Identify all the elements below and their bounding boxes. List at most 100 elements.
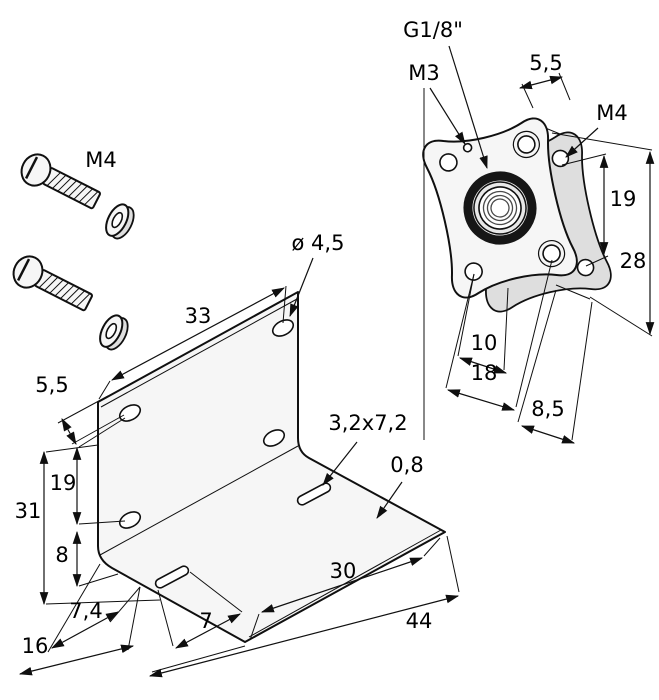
dim-slot-size: 3,2x7,2 — [322, 411, 408, 486]
dimension-line — [458, 357, 508, 374]
extension-line — [98, 380, 111, 400]
bracket-hole — [262, 429, 286, 447]
svg-text:0,8: 0,8 — [390, 453, 423, 477]
mount-hole — [464, 262, 483, 281]
svg-text:28: 28 — [620, 249, 647, 273]
svg-text:M4: M4 — [85, 148, 116, 172]
extension-line — [446, 535, 460, 593]
screw-threads — [38, 274, 91, 308]
svg-text:5,5: 5,5 — [529, 51, 562, 75]
dim-19: 19 — [50, 417, 126, 526]
mount-hole-m4 — [542, 244, 561, 263]
svg-text:30: 30 — [330, 559, 357, 583]
dim-8: 8 — [55, 530, 119, 588]
extension-line — [457, 273, 475, 357]
counterbore-ring — [537, 239, 566, 268]
extension-line — [585, 255, 609, 267]
screw-head-slot — [16, 258, 31, 281]
counterbore-ring — [512, 130, 540, 159]
screw-head — [20, 153, 52, 187]
dimension-line — [111, 287, 285, 381]
washer-top — [105, 203, 135, 240]
port-bore — [478, 186, 522, 230]
svg-text:8,5: 8,5 — [531, 397, 564, 421]
svg-text:G1/8": G1/8" — [403, 18, 463, 42]
leader-line — [322, 441, 358, 486]
svg-text:7,4: 7,4 — [69, 599, 102, 623]
dim-5-5: 5,5 — [35, 373, 125, 445]
dim-7-4: 7,4 — [47, 563, 141, 653]
m3-hole — [462, 142, 473, 153]
svg-text:3,2x7,2: 3,2x7,2 — [328, 411, 407, 435]
mount-hole — [439, 153, 458, 172]
port-thread-line — [486, 194, 514, 222]
port-thread-line — [490, 198, 510, 218]
dim-44: 44 — [148, 535, 460, 678]
extension-line — [45, 444, 99, 453]
dim-thickness-0-8: 0,8 — [376, 453, 424, 519]
svg-text:18: 18 — [471, 361, 498, 385]
dim-flange-18: 18 — [445, 259, 553, 411]
extension-line — [515, 259, 553, 408]
dimension-line — [446, 389, 516, 411]
extension-line — [561, 153, 607, 166]
side-hole — [576, 258, 595, 277]
mount-hole-m4 — [517, 135, 536, 154]
extension-line — [423, 537, 441, 557]
bend-crease — [99, 445, 299, 556]
svg-text:19: 19 — [610, 187, 637, 211]
dim-flange-28: 28 — [551, 132, 655, 337]
leader-line — [448, 45, 488, 170]
screw-head — [12, 255, 44, 289]
flange-front-face — [422, 117, 578, 299]
port-thread-line — [482, 190, 518, 226]
svg-text:8: 8 — [55, 543, 68, 567]
screw-thread-label: M4 — [85, 148, 116, 172]
extension-line — [78, 573, 119, 587]
leader-line — [289, 257, 314, 318]
dimension-line — [520, 425, 576, 444]
extension-line — [45, 599, 161, 605]
bracket-hole — [118, 511, 142, 529]
bracket-hole — [118, 404, 142, 422]
bracket-slot — [154, 565, 190, 589]
dim-33: 33 — [98, 285, 287, 400]
dim-16: 16 — [18, 586, 141, 676]
svg-text:16: 16 — [22, 634, 49, 658]
dim-flange-19: 19 — [561, 153, 637, 267]
silhouette-edge — [555, 284, 591, 300]
leader-line — [429, 87, 466, 145]
dim-hole-diameter: ø 4,5 — [289, 231, 344, 318]
svg-text:10: 10 — [471, 331, 498, 355]
dim-flange-5-5: 5,5 — [518, 51, 571, 109]
extension-line — [445, 273, 475, 389]
extension-line — [551, 132, 653, 151]
svg-text:33: 33 — [185, 304, 212, 328]
extension-line — [571, 301, 593, 441]
extension-line — [517, 289, 557, 423]
svg-text:M4: M4 — [596, 101, 627, 125]
m4-screw-top — [20, 153, 101, 210]
dimension-line — [18, 644, 135, 676]
dimension-line — [518, 75, 564, 90]
extension-line — [71, 414, 125, 445]
dim-31: 31 — [15, 444, 161, 606]
svg-text:31: 31 — [15, 499, 42, 523]
svg-text:19: 19 — [50, 471, 77, 495]
dimension-line — [61, 418, 77, 445]
washer-bottom — [99, 314, 129, 351]
extension-line — [503, 287, 509, 371]
dimension-line — [51, 611, 119, 649]
svg-text:M3: M3 — [408, 61, 439, 85]
screw-threads — [46, 172, 99, 206]
svg-text:44: 44 — [406, 609, 433, 633]
svg-text:7: 7 — [199, 609, 212, 633]
dim-m4-thread: M4 — [565, 101, 628, 158]
svg-text:5,5: 5,5 — [35, 373, 68, 397]
dim-m3-thread: M3 — [408, 61, 466, 145]
dim-flange-10: 10 — [457, 273, 509, 374]
extension-line — [109, 586, 141, 623]
mounting-flange — [422, 117, 612, 313]
dim-port-thread: G1/8" — [403, 18, 488, 170]
